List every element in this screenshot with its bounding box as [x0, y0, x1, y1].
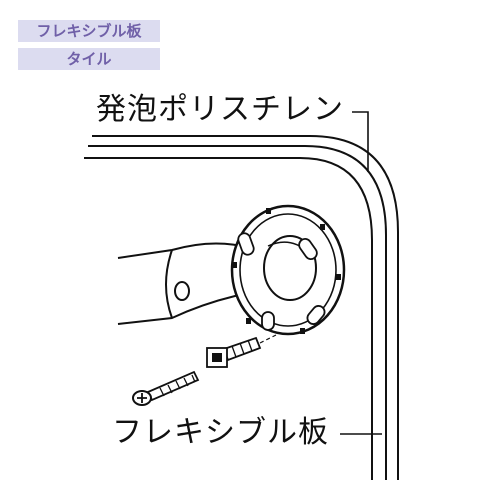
wall-layers [84, 135, 399, 480]
bracket-slot [237, 232, 255, 256]
callout-foam-polystyrene: 発泡ポリスチレン [96, 92, 344, 127]
wall-line-middle [88, 145, 387, 480]
material-tag-tile: タイル [18, 48, 160, 70]
callout-flexible-board: フレキシブル板 [112, 415, 329, 450]
bracket-slot [298, 238, 318, 260]
wall-line-outer [92, 135, 399, 480]
leader-lines [340, 111, 382, 435]
foam-leader-line [352, 111, 369, 172]
bracket-slot [306, 305, 326, 325]
round-bracket [230, 204, 346, 336]
bar-end-hole [174, 281, 190, 301]
screw [132, 370, 200, 406]
wall-line-inner [84, 157, 373, 480]
material-tag-flexible-board: フレキシブル板 [18, 20, 160, 42]
wall-anchor [206, 334, 277, 368]
bracket-slot [261, 311, 275, 331]
